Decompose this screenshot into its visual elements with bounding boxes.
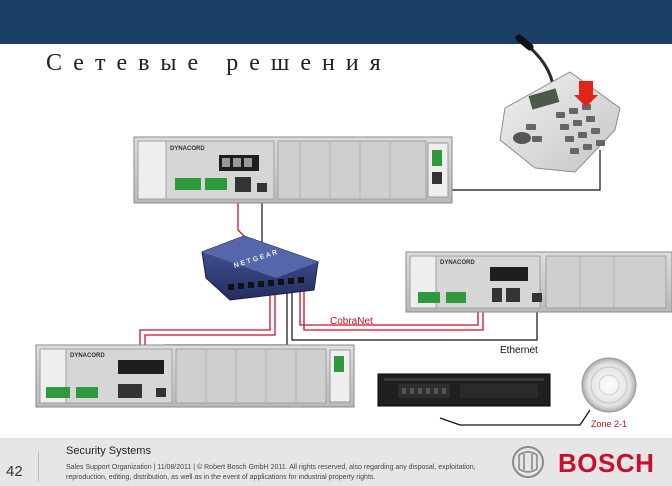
bosch-armature-icon [512,446,544,478]
dynacord-unit-2: DYNACORD [405,251,672,313]
bosch-logo-text: BOSCH [558,448,655,478]
slide-title: Сетевые решения [46,50,392,76]
brand-label-1: DYNACORD [170,146,205,152]
footer-divider [38,452,39,482]
ethernet-label: Ethernet [500,345,538,356]
speaker-cable [439,409,591,426]
brand-label-2: DYNACORD [440,260,475,266]
page-number: 42 [6,463,23,480]
amplifier-unit [377,373,551,407]
footer-title: Security Systems [66,445,151,457]
cobranet-label: CobraNet [330,316,373,327]
brand-label-3: DYNACORD [70,353,105,359]
paging-microphone-desk [499,34,621,173]
network-diagram: DYNACORD DYNACORD [35,34,672,426]
dynacord-unit-1: DYNACORD [133,136,453,204]
pointer-arrow [574,81,598,107]
network-switch: N E T G E A R [201,235,319,301]
ceiling-speaker [581,357,637,413]
dynacord-unit-3: DYNACORD [35,344,355,408]
footer-bar [0,438,672,486]
header-bar [0,0,672,44]
footer-legal-text: Sales Support Organization | 11/08/2011 … [66,464,476,481]
zone-label: Zone 2-1 [591,419,628,429]
ethernet-cable-2 [291,285,538,341]
